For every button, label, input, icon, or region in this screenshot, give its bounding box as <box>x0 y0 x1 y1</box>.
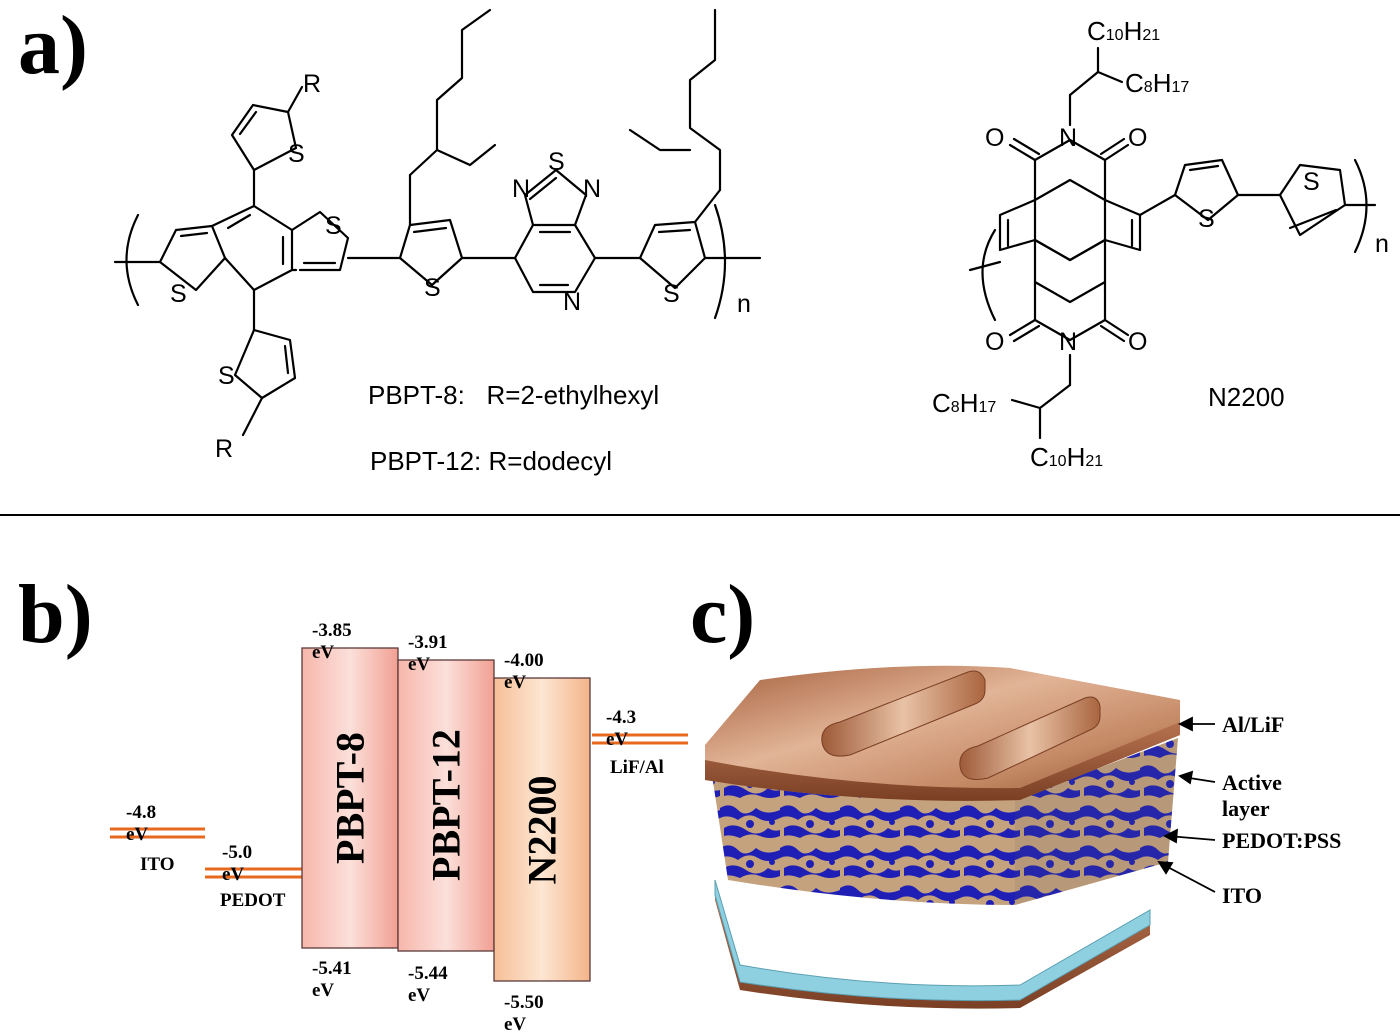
electrode-strip <box>821 670 986 757</box>
homo-label-pbpt-8: -5.41 eV <box>312 958 352 1001</box>
chain-label-c10h21-top: C10H21 <box>1087 16 1161 46</box>
atom-label: S <box>170 280 187 308</box>
atom-label: R <box>215 435 234 463</box>
layer-label-active: Active layer <box>1222 770 1282 821</box>
chemical-structure-bonds <box>113 8 1377 440</box>
n2200-caption: N2200 <box>1208 382 1285 412</box>
panel-label-b: b) <box>18 568 93 661</box>
atom-label: S <box>663 280 680 308</box>
bar-pbpt-12 <box>397 659 495 952</box>
atom-label: N <box>583 175 602 203</box>
atom-label: N <box>563 288 582 316</box>
panel-label-c: c) <box>690 568 756 661</box>
electrode-strip <box>959 696 1101 780</box>
pbpt12-caption: PBPT-12: R=dodecyl <box>370 446 613 476</box>
level-value-pedot: -5.0 eV <box>222 842 253 885</box>
atom-label: O <box>1128 328 1148 356</box>
atom-label: R <box>303 70 322 98</box>
chain-label-c10h21-bottom: C10H21 <box>1030 442 1104 472</box>
section-divider <box>0 514 1400 516</box>
layer-label-al-lif: Al/LiF <box>1222 712 1285 737</box>
atom-label: S <box>288 140 305 168</box>
bar-n2200 <box>493 677 591 982</box>
atom-label: N <box>512 175 531 203</box>
level-name-ito: ITO <box>140 854 175 875</box>
level-value-lifal: -4.3 eV <box>606 707 637 750</box>
energy-diagram <box>110 647 688 982</box>
layer-label-pedot-pss: PEDOT:PSS <box>1222 828 1342 853</box>
atom-label: n <box>1375 230 1389 258</box>
atom-label: S <box>1198 205 1215 233</box>
atom-label: S <box>1303 168 1320 196</box>
level-name-pedot: PEDOT <box>220 890 286 911</box>
lumo-label-n2200: -4.00 eV <box>504 650 544 693</box>
pbpt8-caption: PBPT-8: R=2-ethylhexyl <box>368 380 660 410</box>
chain-label-c8h17-top: C8H17 <box>1125 68 1190 98</box>
panel-label-a: a) <box>18 0 88 92</box>
active-layer-side <box>1015 738 1178 905</box>
layer-label-ito: ITO <box>1222 883 1262 908</box>
level-value-ito: -4.8 eV <box>126 802 157 845</box>
atom-label: N <box>1059 124 1078 152</box>
atom-label: S <box>424 274 441 302</box>
level-name-lifal: LiF/Al <box>610 757 664 778</box>
chain-label-c8h17-bottom: C8H17 <box>932 388 997 418</box>
lumo-label-pbpt-12: -3.91 eV <box>408 632 448 675</box>
lumo-label-pbpt-8: -3.85 eV <box>312 620 352 663</box>
atom-label: S <box>218 362 235 390</box>
atom-label: n <box>737 290 751 318</box>
homo-label-pbpt-12: -5.44 eV <box>408 963 448 1006</box>
atom-label: O <box>985 124 1005 152</box>
atom-label: S <box>325 212 342 240</box>
atom-label: N <box>1059 328 1078 356</box>
atom-label: O <box>985 328 1005 356</box>
atom-label: O <box>1128 124 1148 152</box>
device-illustration <box>705 665 1216 1009</box>
active-layer-front <box>712 775 1015 905</box>
atom-label: S <box>548 148 565 176</box>
